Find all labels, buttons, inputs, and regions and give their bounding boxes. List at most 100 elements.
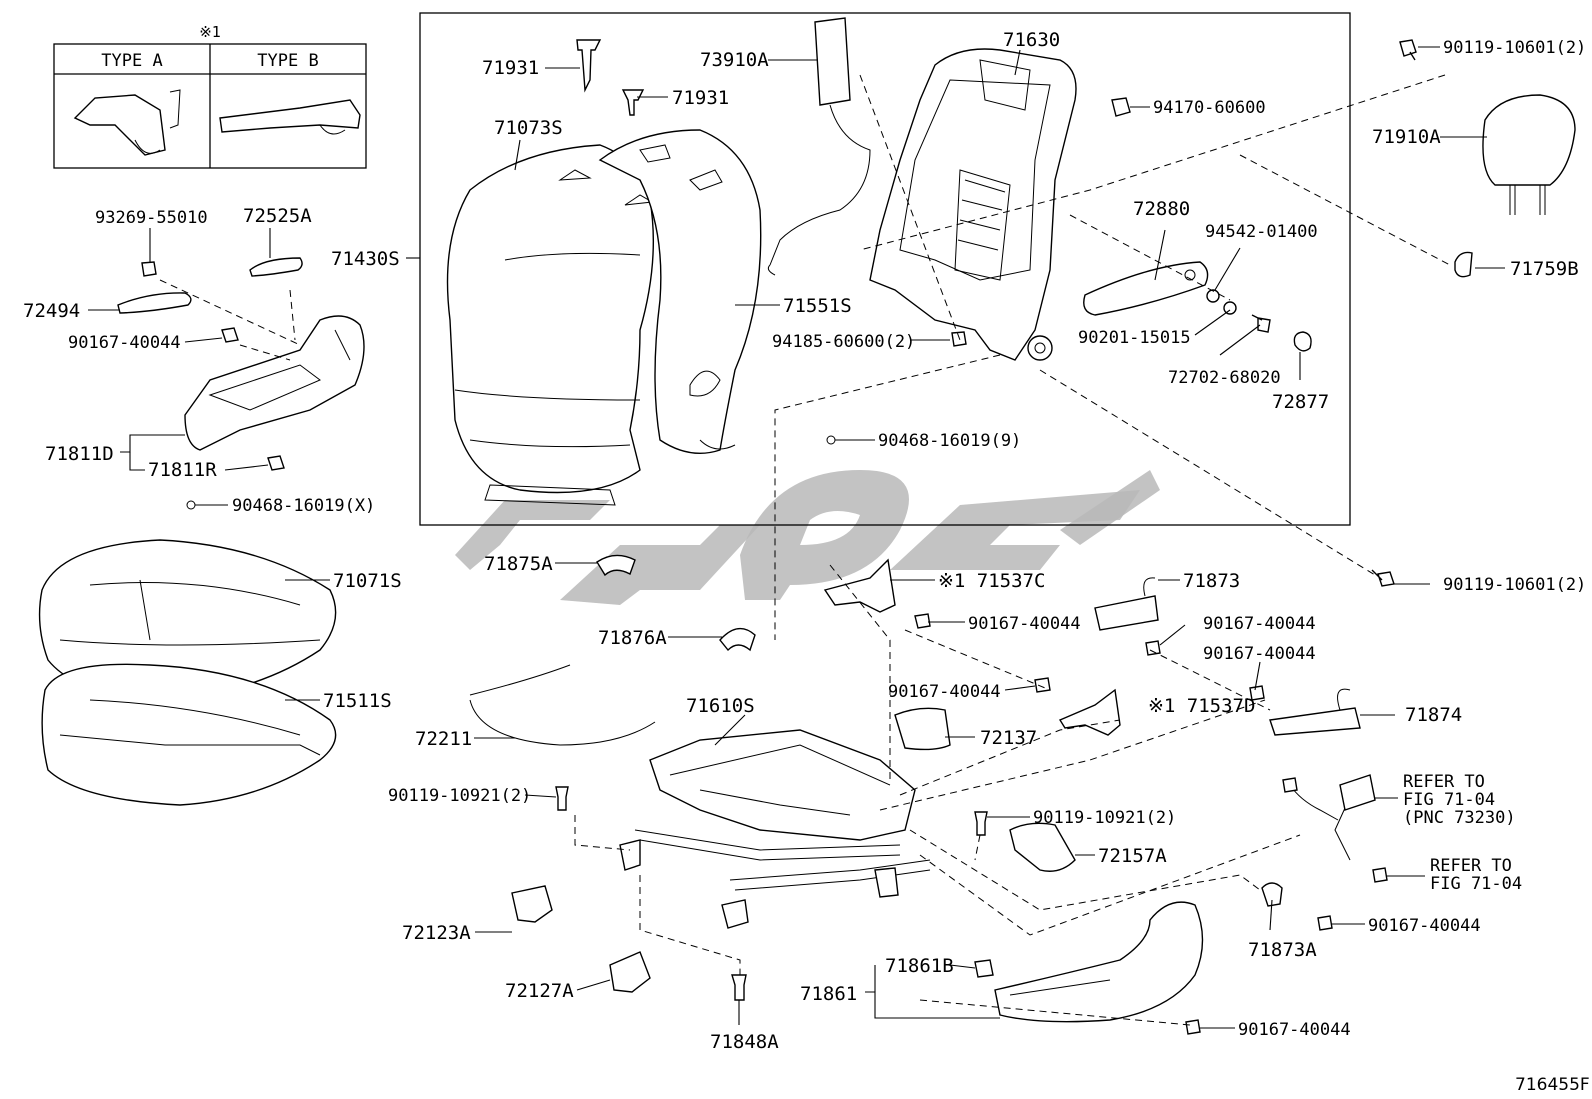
label-71875a: 71875A: [484, 553, 553, 575]
seatback-frame-drawing: [869, 48, 1077, 361]
bolt-90119-10921-right: [974, 811, 988, 836]
label-71848a: 71848A: [710, 1031, 779, 1053]
screw-90167-left: [221, 327, 239, 343]
label-71811r: 71811R: [148, 459, 217, 481]
refer-to-1-line3: (PNC 73230): [1403, 808, 1516, 828]
seatback-pad-drawing: [598, 129, 762, 455]
refer-to-1-line1: REFER TO: [1403, 772, 1485, 792]
label-90468-16019-9: 90468-16019(9): [878, 431, 1021, 451]
nut-buckle: [1372, 867, 1388, 883]
label-72211: 72211: [415, 728, 472, 750]
cover-72127a: [609, 951, 651, 993]
screw-90167-b2: [1185, 1019, 1201, 1035]
refer-to-1-line2: FIG 71-04: [1403, 790, 1495, 810]
screw-90167-b1: [1317, 915, 1333, 931]
label-71537c: ※1 71537C: [938, 570, 1045, 592]
label-90167-40044-r2: 90167-40044: [1203, 644, 1316, 664]
side-airbag-drawing: [767, 17, 871, 276]
type-a-bracket-drawing: [73, 89, 181, 156]
side-shield-drawing: [184, 315, 365, 451]
ring-marker-90468-9: [826, 435, 836, 445]
knob-72525a: [249, 257, 303, 277]
refer-to-2-line2: FIG 71-04: [1430, 874, 1522, 894]
label-72127a: 72127A: [505, 980, 574, 1002]
bolt-71848a: [731, 974, 747, 1001]
label-71551s: 71551S: [783, 295, 852, 317]
bolt-90119-mid: [1371, 569, 1395, 587]
label-72525a: 72525A: [243, 205, 312, 227]
label-71511s: 71511S: [323, 690, 392, 712]
label-94170-60600: 94170-60600: [1153, 98, 1266, 118]
refer-to-2-line1: REFER TO: [1430, 856, 1512, 876]
lever-72494: [117, 292, 192, 314]
seatback-cover-drawing: [446, 144, 655, 506]
dashed-lines: [159, 74, 1451, 1026]
hook-71874: [1269, 688, 1361, 736]
nut-94185: [951, 331, 967, 347]
seat-adjuster-drawing: [619, 729, 931, 929]
label-71861: 71861: [800, 983, 857, 1005]
seat-cushion-cover-drawing: [38, 539, 337, 699]
label-71610s: 71610S: [686, 695, 755, 717]
type-table-note: ※1: [199, 23, 221, 41]
label-72494: 72494: [23, 300, 80, 322]
label-94542-01400: 94542-01400: [1205, 222, 1318, 242]
label-73910a: 73910A: [700, 49, 769, 71]
guide-71876a: [719, 627, 756, 652]
bolt-90119-top: [1399, 39, 1417, 61]
label-71537d: ※1 71537D: [1148, 695, 1255, 717]
screw-90167-r2: [1249, 685, 1265, 701]
label-71873: 71873: [1183, 570, 1240, 592]
label-72877: 72877: [1272, 391, 1329, 413]
label-90201-15015: 90201-15015: [1078, 328, 1191, 348]
bracket-71537c: [823, 558, 896, 613]
cap-72877: [1293, 331, 1312, 352]
screw-90167-c: [914, 613, 931, 629]
label-90119-10921-left: 90119-10921(2): [388, 786, 531, 806]
seatback-group-box: [419, 12, 1351, 526]
label-93269-55010: 93269-55010: [95, 208, 208, 228]
seat-cushion-pad-drawing: [41, 663, 337, 806]
label-90119-10601-top: 90119-10601(2): [1443, 38, 1586, 58]
part-labels: 71931 71931 73910A 71630 90119-10601(2) …: [23, 29, 1590, 1095]
label-71430s: 71430S: [331, 248, 400, 270]
label-71873a: 71873A: [1248, 939, 1317, 961]
label-71811d: 71811D: [45, 443, 114, 465]
label-71876a: 71876A: [598, 627, 667, 649]
label-90167-40044-m: 90167-40044: [888, 682, 1001, 702]
headrest-guide-drawing: [1454, 251, 1473, 278]
label-71931-a: 71931: [482, 57, 539, 79]
hook-71873: [1094, 577, 1159, 631]
label-71910a: 71910A: [1372, 126, 1441, 148]
label-94185-60600: 94185-60600(2): [772, 332, 915, 352]
washer-90201: [1223, 301, 1237, 315]
leader-lines: [88, 46, 1505, 1029]
bracket-71537d: [1058, 688, 1121, 736]
clip-71931-a: [576, 39, 602, 93]
type-table: ※1 TYPE A TYPE B: [53, 23, 367, 169]
armrest-drawing: [1083, 261, 1209, 316]
type-a-header: TYPE A: [101, 51, 162, 71]
label-72157a: 72157A: [1098, 845, 1167, 867]
ring-marker-90468-x: [186, 500, 196, 510]
label-71759b: 71759B: [1510, 258, 1579, 280]
bolt-90119-10921-left: [555, 786, 569, 811]
type-b-header: TYPE B: [257, 51, 318, 71]
label-90167-40044-b2: 90167-40044: [1238, 1020, 1351, 1040]
cover-72137: [894, 707, 951, 751]
label-72880: 72880: [1133, 198, 1190, 220]
label-71630: 71630: [1003, 29, 1060, 51]
washer-94542: [1206, 289, 1220, 303]
screw-93269: [141, 261, 157, 277]
screw-90167-r1: [1145, 640, 1161, 656]
cover-71873a: [1261, 882, 1283, 907]
label-72137: 72137: [980, 727, 1037, 749]
cover-72123a: [511, 885, 553, 923]
label-72123a: 72123A: [402, 922, 471, 944]
label-90167-40044-left: 90167-40044: [68, 333, 181, 353]
clip-71811r: [267, 455, 285, 471]
guide-71875a: [596, 554, 636, 577]
label-90167-40044-r1: 90167-40044: [1203, 614, 1316, 634]
label-71861b: 71861B: [885, 955, 954, 977]
